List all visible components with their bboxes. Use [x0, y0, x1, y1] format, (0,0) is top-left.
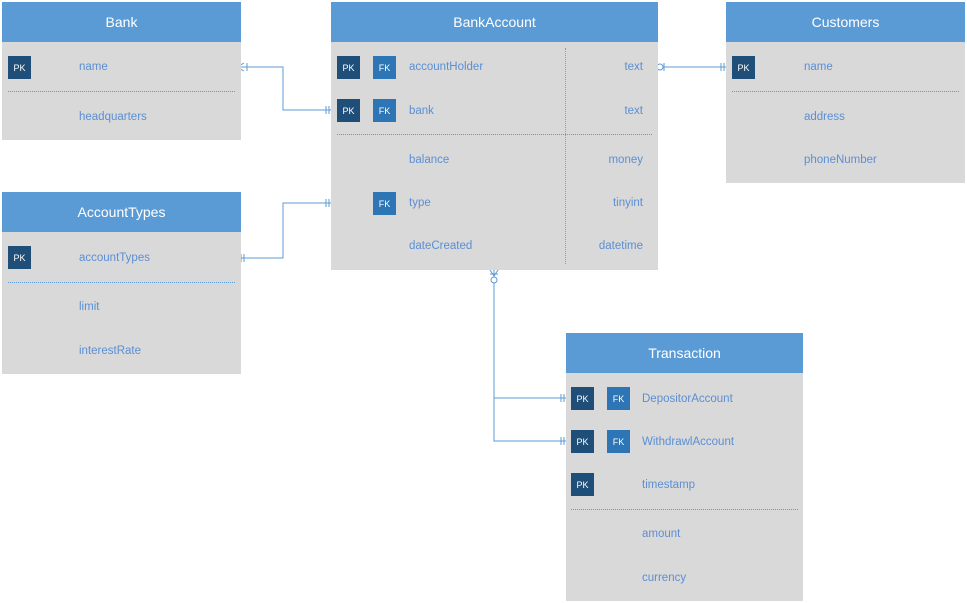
rel-bankaccount-customers: [656, 63, 726, 71]
fk-badge: FK: [373, 192, 396, 215]
entity-title: BankAccount: [331, 2, 658, 42]
entity-transaction[interactable]: Transaction PK FK DepositorAccount PK FK…: [566, 333, 803, 601]
entity-title: Bank: [2, 2, 241, 42]
fk-badge: FK: [373, 99, 396, 122]
attribute-accountholder: accountHolder: [409, 61, 484, 73]
type-bank: text: [624, 105, 643, 117]
attribute-amount: amount: [642, 528, 681, 540]
pk-badge: PK: [732, 56, 755, 79]
rel-accounttypes-bankaccount: [240, 199, 331, 262]
type-datecreated: datetime: [598, 240, 643, 252]
attribute-name: name: [804, 61, 833, 73]
type-column-divider: [565, 48, 566, 264]
attribute-interestrate: interestRate: [79, 345, 142, 357]
attribute-accounttypes: accountTypes: [79, 252, 150, 264]
rel-bankaccount-transaction: [489, 269, 566, 445]
entity-title: Customers: [726, 2, 965, 42]
entity-title: Transaction: [566, 333, 803, 373]
pk-badge: PK: [571, 387, 594, 410]
entity-bank[interactable]: Bank PK name headquarters: [2, 2, 241, 140]
pk-badge: PK: [571, 430, 594, 453]
attribute-phonenumber: phoneNumber: [804, 154, 877, 166]
attribute-headquarters: headquarters: [79, 111, 147, 123]
entity-bankaccount[interactable]: BankAccount PK FK accountHolder text PK …: [331, 2, 658, 270]
attribute-depositoraccount: DepositorAccount: [642, 393, 733, 405]
pk-badge: PK: [8, 56, 31, 79]
entity-title: AccountTypes: [2, 192, 241, 232]
type-accountholder: text: [624, 61, 643, 73]
key-separator: [732, 91, 959, 92]
pk-badge: PK: [571, 473, 594, 496]
key-separator: [571, 509, 798, 510]
type-balance: money: [608, 154, 643, 166]
attribute-limit: limit: [79, 301, 100, 313]
attribute-balance: balance: [409, 154, 450, 166]
entity-customers[interactable]: Customers PK name address phoneNumber: [726, 2, 965, 183]
pk-badge: PK: [8, 246, 31, 269]
attribute-type: type: [409, 197, 431, 209]
attribute-timestamp: timestamp: [642, 479, 696, 491]
attribute-address: address: [804, 111, 845, 123]
pk-badge: PK: [337, 56, 360, 79]
key-separator: [8, 282, 235, 283]
attribute-name: name: [79, 61, 108, 73]
type-type: tinyint: [612, 197, 643, 209]
attribute-datecreated: dateCreated: [409, 240, 473, 252]
fk-badge: FK: [373, 56, 396, 79]
attribute-bank: bank: [409, 105, 434, 117]
rel-bank-bankaccount: [236, 62, 331, 114]
fk-badge: FK: [607, 430, 630, 453]
key-separator: [337, 134, 652, 135]
fk-badge: FK: [607, 387, 630, 410]
attribute-withdrawlaccount: WithdrawlAccount: [642, 436, 735, 448]
entity-accounttypes[interactable]: AccountTypes PK accountTypes limit inter…: [2, 192, 241, 374]
attribute-currency: currency: [642, 572, 687, 584]
key-separator: [8, 91, 235, 92]
pk-badge: PK: [337, 99, 360, 122]
